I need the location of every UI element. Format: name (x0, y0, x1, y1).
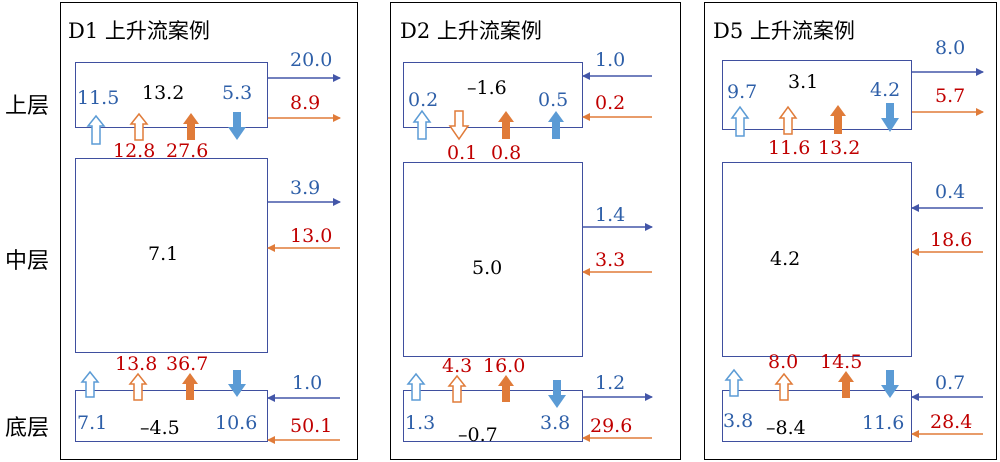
d5-upper-box (722, 60, 912, 130)
d5-middle-blue-flow: 0.4 (935, 181, 966, 203)
d2-bottom-above-a: 4.3 (442, 355, 473, 377)
row-label-middle: 中层 (5, 249, 50, 274)
d5-upper-below-b: 13.2 (818, 137, 861, 159)
d5-filled-orange-up-arrow-2 (838, 371, 854, 398)
panel-d5 (704, 2, 997, 460)
d2-upper-right-blue: 0.5 (538, 89, 569, 111)
d2-filled-blue-up-arrow-1 (548, 111, 564, 139)
d1-hollow-blue-up-arrow-1 (86, 114, 106, 145)
d1-upper-net: 13.2 (142, 82, 185, 104)
d5-upper-left-blue: 9.7 (727, 81, 758, 103)
d5-bottom-above-a: 8.0 (768, 351, 799, 373)
d5-filled-blue-down-arrow-2 (881, 370, 899, 398)
d5-bottom-right-blue: 11.6 (862, 412, 905, 434)
d1-filled-orange-up-arrow-1 (183, 113, 199, 140)
d5-middle-net: 4.2 (770, 248, 801, 270)
d2-bottom-net: –0.7 (458, 424, 498, 446)
d5-bottom-above-b: 14.5 (820, 351, 863, 373)
d2-upper-left-blue: 0.2 (408, 89, 439, 111)
d1-bottom-above-a: 13.8 (115, 353, 158, 375)
d5-hollow-blue-up-arrow-2 (724, 368, 744, 397)
d5-upper-right-blue: 4.2 (870, 79, 901, 101)
d2-bottom-blue-flow: 1.2 (595, 372, 626, 394)
d2-hollow-orange-down-arrow-1 (448, 110, 470, 141)
d5-bottom-net: –8.4 (766, 417, 806, 439)
d1-upper-below-a: 12.8 (113, 140, 156, 162)
d2-bottom-above-b: 16.0 (483, 355, 526, 377)
d1-upper-right-blue: 5.3 (222, 82, 253, 104)
d1-middle-box (75, 158, 268, 353)
d1-bottom-net: –4.5 (140, 417, 180, 439)
d1-bottom-blue-flow: 1.0 (292, 372, 323, 394)
d2-bottom-box (403, 390, 583, 442)
d5-bottom-blue-flow: 0.7 (935, 372, 966, 394)
d5-middle-orange-flow: 18.6 (930, 229, 973, 251)
d5-hollow-orange-up-arrow-2 (774, 372, 794, 401)
panel-d1-title: D1 上升流案例 (68, 19, 210, 43)
d1-bottom-right-blue: 10.6 (215, 412, 258, 434)
d1-bottom-above-b: 36.7 (166, 353, 209, 375)
d2-hollow-blue-up-arrow-1 (412, 109, 432, 140)
d2-middle-box (403, 162, 583, 357)
d1-bottom-box (75, 390, 268, 442)
d5-bottom-box (722, 390, 912, 442)
d1-filled-blue-down-arrow-2 (228, 370, 246, 397)
d2-filled-blue-down-arrow-2 (548, 380, 566, 408)
d2-upper-below-b: 0.8 (491, 142, 522, 164)
d2-hollow-orange-up-arrow-2 (447, 374, 467, 403)
d5-bottom-left-blue: 3.8 (723, 410, 754, 432)
d2-bottom-right-blue: 3.8 (540, 412, 571, 434)
d1-filled-blue-down-arrow-1 (228, 112, 246, 140)
d2-upper-in-orange: 0.2 (595, 92, 626, 114)
d5-upper-out-orange: 5.7 (935, 85, 966, 107)
d2-upper-net: –1.6 (467, 77, 507, 99)
d1-bottom-left-blue: 7.1 (77, 412, 108, 434)
d5-middle-box (722, 162, 912, 357)
d5-filled-blue-down-arrow-1 (881, 103, 899, 132)
d1-middle-blue-flow: 3.9 (290, 177, 321, 199)
d1-upper-below-b: 27.6 (166, 140, 209, 162)
d2-middle-blue-flow: 1.4 (595, 204, 626, 226)
d1-bottom-orange-flow: 50.1 (290, 415, 333, 437)
panel-d2 (390, 2, 681, 460)
d2-hollow-blue-up-arrow-2 (406, 372, 426, 401)
row-label-bottom: 底层 (5, 416, 50, 441)
d5-hollow-blue-up-arrow-1 (730, 105, 750, 137)
d2-bottom-orange-flow: 29.6 (590, 415, 633, 437)
panel-d1 (60, 2, 358, 460)
d5-upper-out-blue: 8.0 (935, 37, 966, 59)
d1-hollow-orange-up-arrow-2 (128, 372, 148, 401)
d2-middle-net: 5.0 (472, 257, 503, 279)
d5-upper-below-a: 11.6 (768, 137, 811, 159)
d5-filled-orange-up-arrow-1 (830, 105, 846, 134)
panel-d5-title: D5 上升流案例 (713, 19, 855, 43)
d1-middle-net: 7.1 (148, 243, 179, 265)
d2-upper-in-blue: 1.0 (595, 49, 626, 71)
d2-upper-below-a: 0.1 (447, 142, 478, 164)
d2-bottom-left-blue: 1.3 (405, 412, 436, 434)
d1-filled-orange-up-arrow-2 (182, 373, 198, 400)
row-label-upper: 上层 (5, 94, 50, 119)
d5-upper-net: 3.1 (788, 71, 819, 93)
d1-hollow-blue-up-arrow-2 (80, 370, 100, 398)
d1-upper-out-blue: 20.0 (290, 49, 333, 71)
d1-hollow-orange-up-arrow-1 (129, 112, 149, 141)
panel-d2-title: D2 上升流案例 (400, 19, 542, 43)
d2-middle-orange-flow: 3.3 (595, 249, 626, 271)
d5-hollow-orange-up-arrow-1 (778, 105, 798, 135)
d2-upper-box (403, 62, 583, 128)
d1-upper-out-orange: 8.9 (290, 92, 321, 114)
d2-filled-orange-up-arrow-1 (498, 111, 514, 139)
d1-upper-box (75, 62, 268, 128)
d2-filled-orange-up-arrow-2 (498, 375, 514, 402)
d1-upper-left-blue: 11.5 (77, 87, 120, 109)
d5-bottom-orange-flow: 28.4 (930, 411, 973, 433)
d1-middle-orange-flow: 13.0 (290, 225, 333, 247)
